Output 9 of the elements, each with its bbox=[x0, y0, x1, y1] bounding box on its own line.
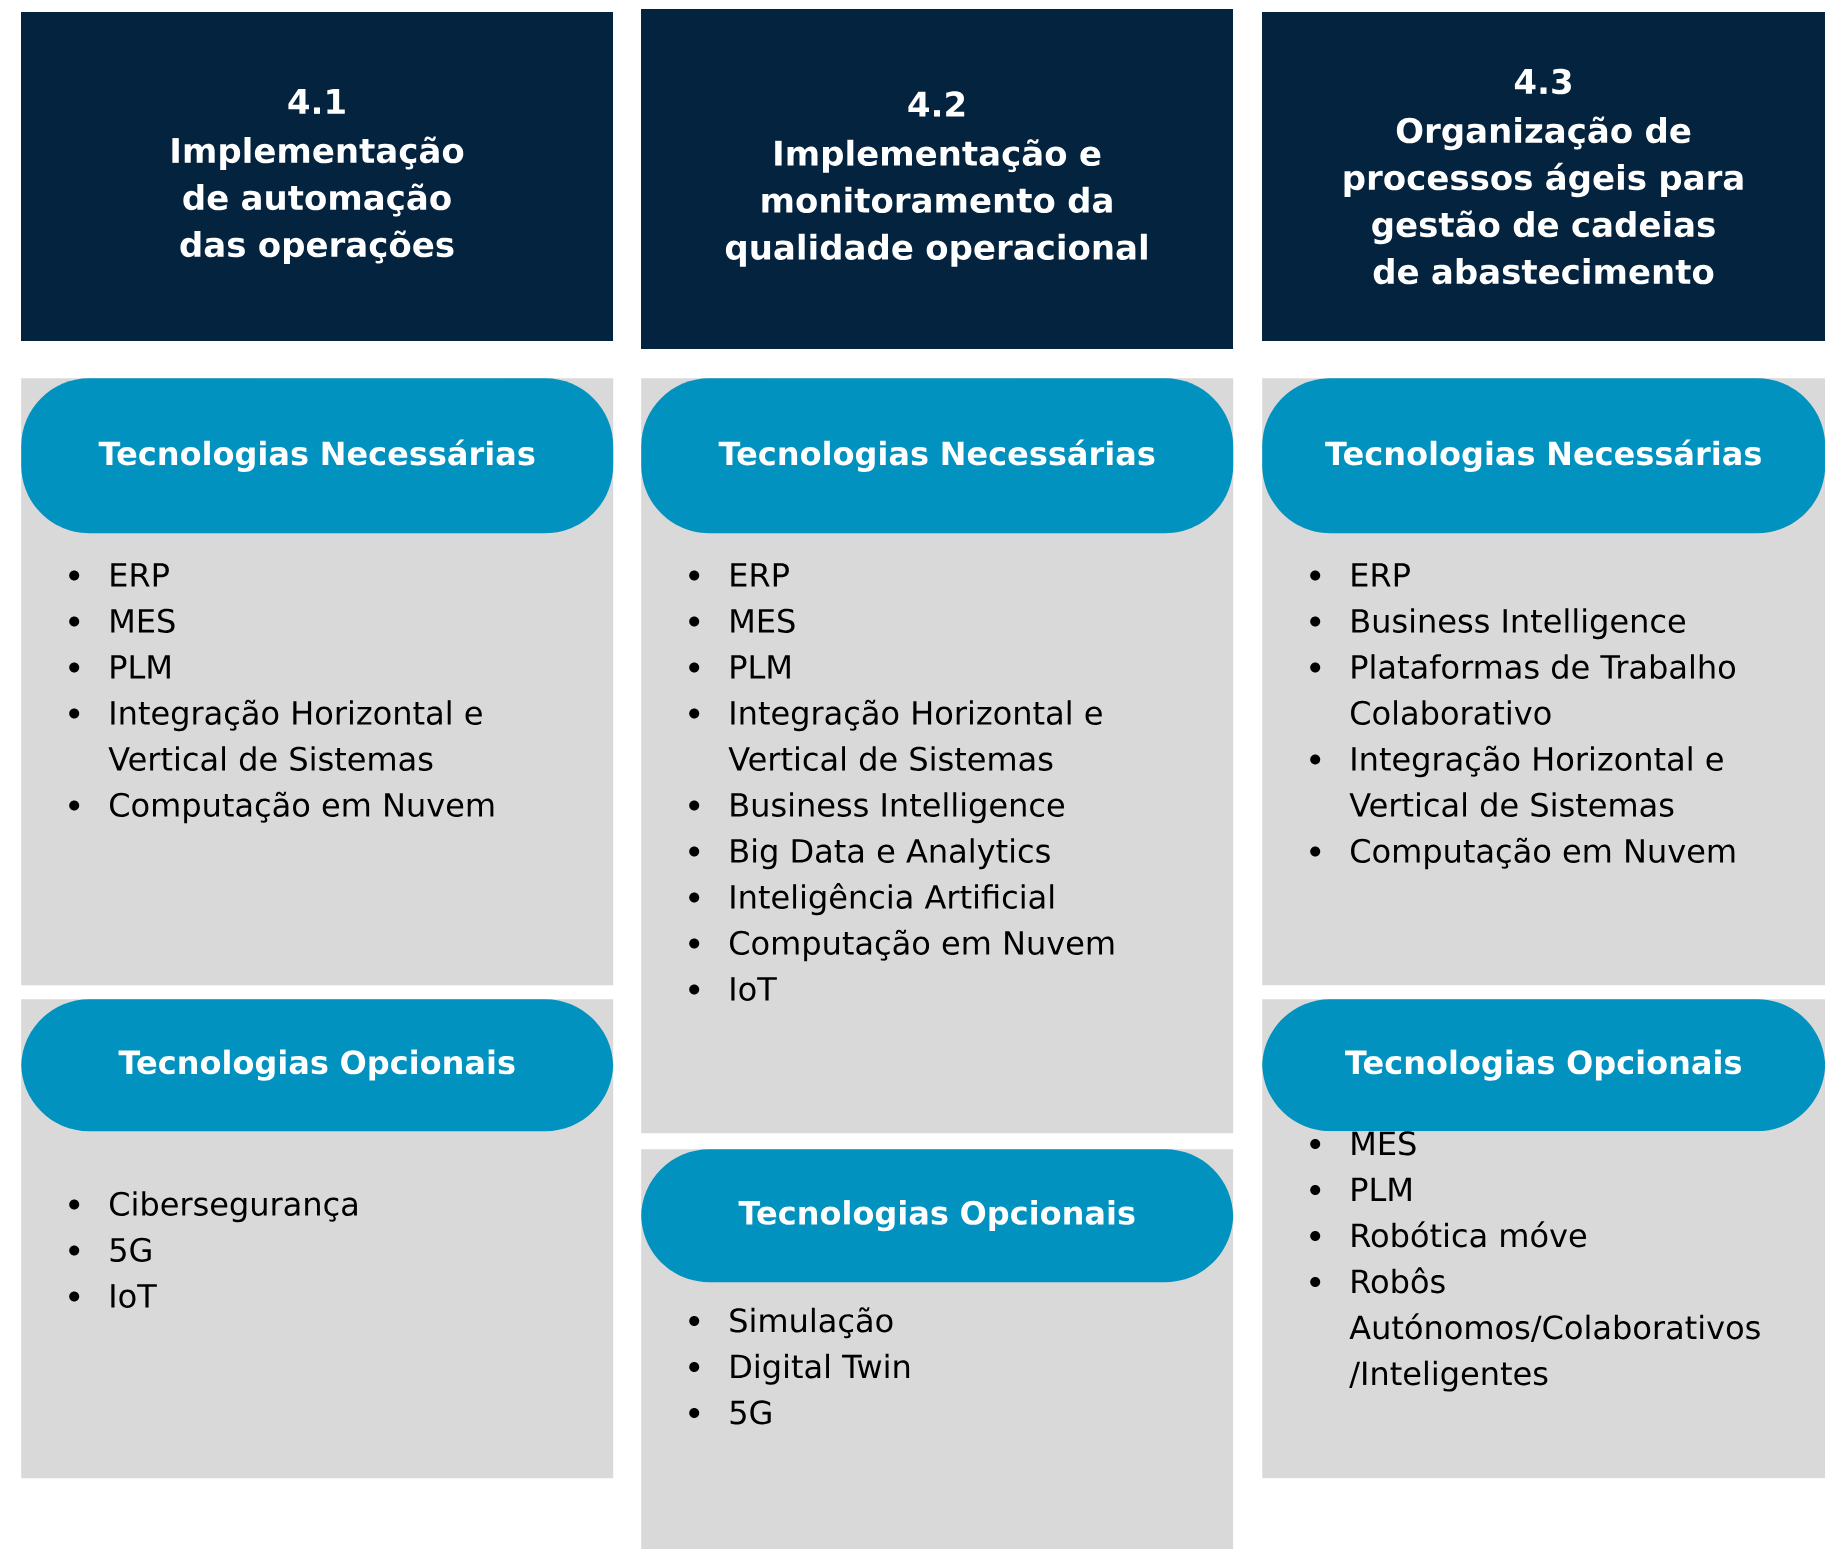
heading-pill: Tecnologias Opcionais bbox=[641, 1149, 1234, 1283]
heading-pill: Tecnologias Opcionais bbox=[1262, 999, 1825, 1132]
heading-pill: Tecnologias Necessárias bbox=[21, 378, 614, 534]
heading-box: 4.3 Organização de processos ágeis para gestão de cadeias de abastecimento bbox=[1262, 12, 1825, 341]
heading-pill: Tecnologias Opcionais bbox=[21, 999, 614, 1132]
heading-pill: Tecnologias Necessárias bbox=[1262, 378, 1825, 534]
heading-box: 4.1 Implementação de automação das operações bbox=[21, 12, 613, 341]
heading-pill: Tecnologias Necessárias bbox=[641, 378, 1234, 534]
heading-box: 4.2 Implementação e monitoramento da qualidade operacional bbox=[641, 9, 1233, 349]
